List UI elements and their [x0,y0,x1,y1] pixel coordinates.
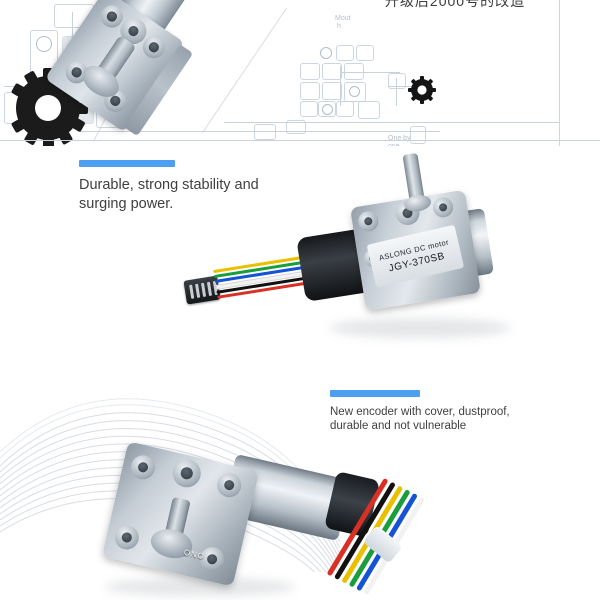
accent-bar-durability [79,160,175,167]
caption-encoder-line1: New encoder with cover, dustproof, [330,406,510,418]
blueprint-label-mout: Mout [335,15,351,22]
caption-encoder-line2: durable and not vulnerable [330,420,467,432]
caption-durability-line1: Durable, strong stability and [79,177,259,193]
blueprint-label-one-by: One by [388,135,411,142]
caption-durability-line2: surging power. [79,196,174,212]
small-gear-icon [408,76,436,104]
output-shaft [402,152,426,205]
motor3-shadow [105,578,295,596]
banner-vertical-rule [559,0,560,146]
feature-caption-durability: Durable, strong stability and surging po… [79,160,379,214]
blueprint-label-one: one [388,142,400,146]
banner-title: 升级后2000号的改造 [384,0,526,9]
wire-bundle [213,255,314,304]
top-banner: 升级后2000号的改造 Mout h [0,0,600,146]
banner-divider [0,140,600,141]
feature-caption-encoder: New encoder with cover, dustproof, durab… [330,390,580,433]
motor2-shadow [330,318,510,338]
product-label: ASLONG DC motor JGY-370SB [366,224,465,288]
blueprint-label-h: h [337,23,341,30]
accent-bar-encoder [330,390,420,397]
